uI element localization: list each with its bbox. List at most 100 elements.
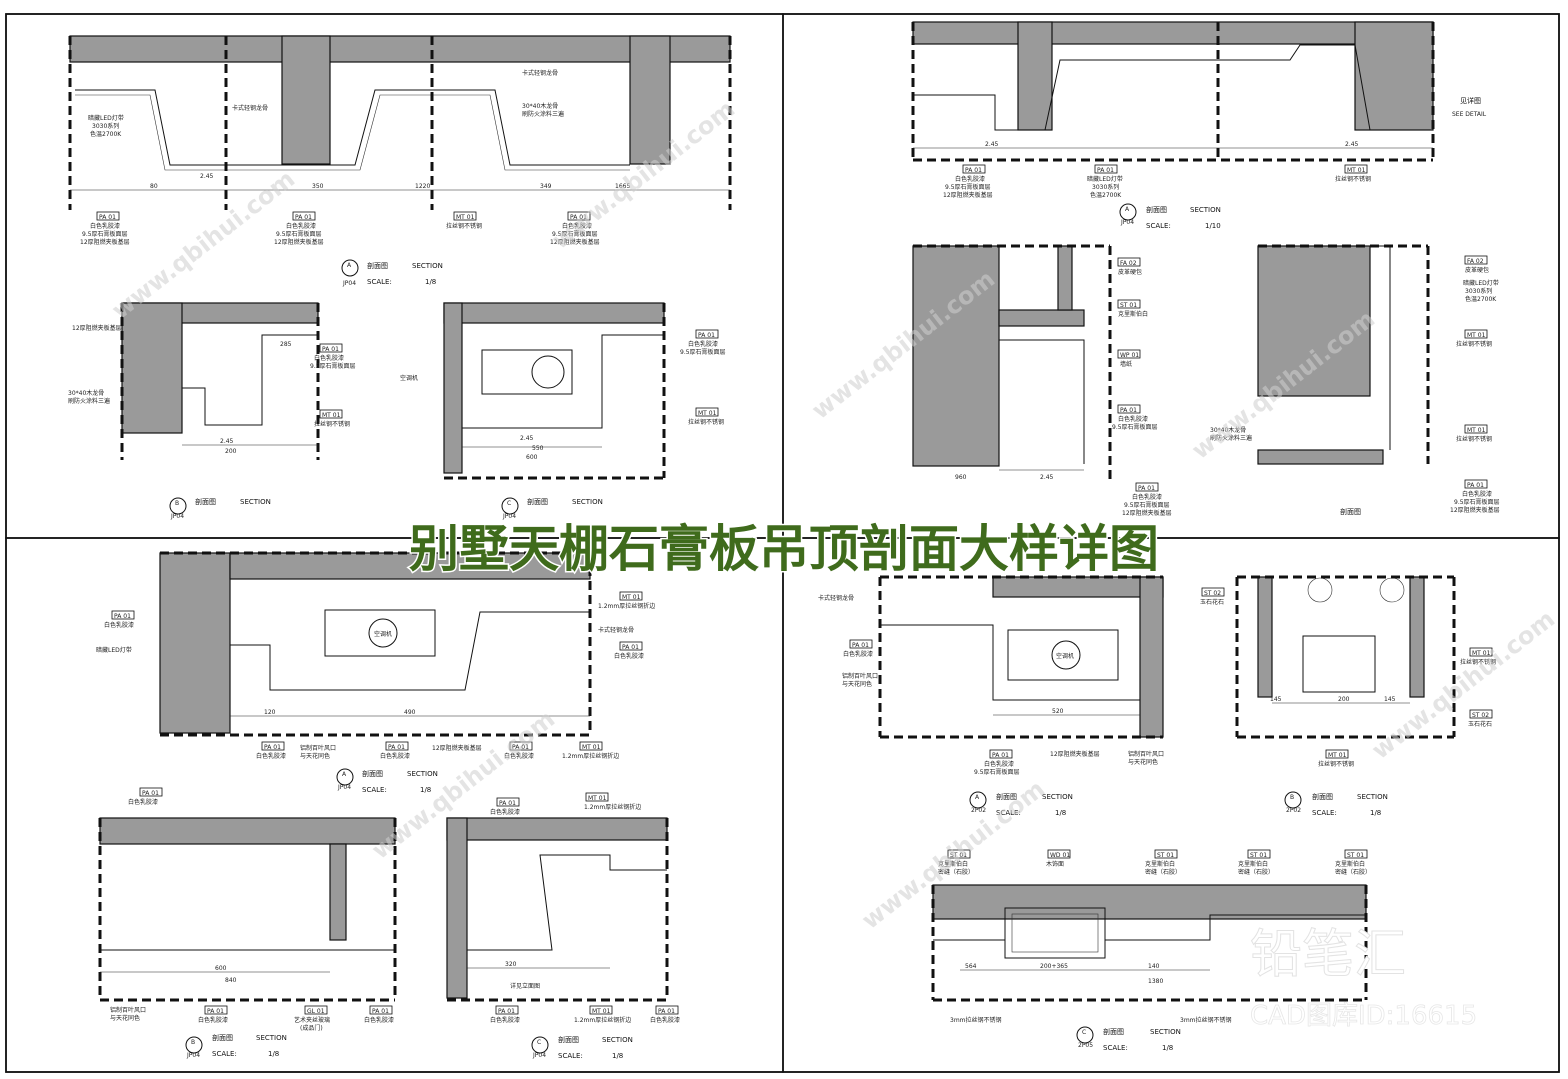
beam bbox=[629, 35, 671, 165]
note-white-paint: 白色乳胶漆 bbox=[90, 222, 120, 230]
note-wall: 墙纸 bbox=[1120, 360, 1132, 368]
material-tag bbox=[1154, 849, 1178, 859]
note-white-paint: 白色乳胶漆 bbox=[490, 808, 520, 816]
note-jade: 玉石花石 bbox=[1468, 720, 1492, 728]
note-led: 暗藏LED灯带 bbox=[88, 114, 124, 122]
section-name: 剖面图 bbox=[996, 792, 1017, 801]
tag-pa01: PA 01 bbox=[1467, 482, 1484, 489]
wall bbox=[443, 302, 463, 474]
material-tag bbox=[96, 211, 120, 221]
tag-mt01: MT 01 bbox=[698, 410, 717, 417]
section-name: 剖面图 bbox=[1340, 507, 1361, 516]
wall bbox=[1257, 576, 1273, 698]
tag-pa01: PA 01 bbox=[207, 1008, 224, 1015]
note-gypsum: 9.5厚石膏板面层 bbox=[310, 362, 356, 370]
tag-pa01: PA 01 bbox=[264, 744, 281, 751]
beam bbox=[1354, 21, 1434, 131]
note-keel: 卡式轻钢龙骨 bbox=[598, 626, 634, 634]
wall bbox=[1257, 245, 1371, 397]
section-name: 剖面图 bbox=[212, 1033, 233, 1042]
section-marker-num: A bbox=[342, 771, 347, 778]
note-see-detail-en: SEE DETAIL bbox=[1452, 111, 1487, 118]
scale-label: SCALE: bbox=[212, 1050, 237, 1058]
scale-value: 1/8 bbox=[425, 278, 436, 286]
material-tag bbox=[1344, 849, 1368, 859]
note-led-series: 3030系列 bbox=[92, 122, 119, 130]
note-fire-coat: 刷防火涂料三遍 bbox=[1210, 434, 1252, 442]
section-marker-num: C bbox=[507, 500, 511, 507]
note-gypsum: 9.5厚石膏板面层 bbox=[552, 230, 598, 238]
note-stone: 克里斯伯白 bbox=[1238, 860, 1268, 868]
section-marker-ref: 2P02 bbox=[1286, 807, 1301, 814]
aircon-unit bbox=[324, 609, 436, 657]
section-marker-ref: JP04 bbox=[342, 280, 356, 287]
material-tag bbox=[1464, 479, 1488, 489]
wall bbox=[1139, 576, 1164, 738]
section-marker-num: A bbox=[347, 262, 352, 269]
note-stainless: 拉丝钢不锈钢 bbox=[1335, 175, 1371, 183]
material-tag bbox=[1469, 709, 1493, 719]
ceiling-profile bbox=[933, 914, 1366, 941]
section-en: SECTION bbox=[572, 498, 603, 506]
note-gypsum: 9.5厚石膏板面层 bbox=[1124, 501, 1170, 509]
note-fold: 1.2mm厚拉丝钢折边 bbox=[562, 752, 619, 760]
material-tag bbox=[579, 741, 603, 751]
note-wood-keel: 30*40木龙骨 bbox=[68, 389, 104, 397]
note-led-series: 3030系列 bbox=[1465, 287, 1492, 295]
material-tag bbox=[1247, 849, 1271, 859]
note-vent-same: 与天花同色 bbox=[1128, 758, 1158, 766]
tag-pa01: PA 01 bbox=[1097, 167, 1114, 174]
section-name: 剖面图 bbox=[558, 1035, 579, 1044]
note-led: 暗藏LED灯带 bbox=[96, 646, 132, 654]
ceiling-profile-inner bbox=[75, 94, 630, 171]
scale-value: 1/8 bbox=[1162, 1044, 1173, 1052]
note-plywood: 12厚阻燃夹板基层 bbox=[1050, 750, 1100, 758]
dim-label: 960 bbox=[955, 474, 967, 481]
wall bbox=[121, 302, 183, 434]
tag-st01: ST 01 bbox=[1347, 852, 1364, 859]
dim-label: 600 bbox=[526, 454, 538, 461]
section-name: 剖面图 bbox=[367, 261, 388, 270]
section-marker-ref: JP04 bbox=[170, 513, 184, 520]
tag-mt01: MT 01 bbox=[1467, 427, 1486, 434]
note-white-paint: 白色乳胶漆 bbox=[984, 760, 1014, 768]
wall bbox=[446, 817, 468, 999]
note-white-paint: 白色乳胶漆 bbox=[256, 752, 286, 760]
note-led: 暗藏LED灯带 bbox=[1087, 175, 1123, 183]
material-tag bbox=[111, 610, 135, 620]
material-tag bbox=[1469, 647, 1493, 657]
scale-value: 1/8 bbox=[268, 1050, 279, 1058]
tag-st01: ST 01 bbox=[1250, 852, 1267, 859]
note-keel: 卡式轻钢龙骨 bbox=[818, 594, 854, 602]
material-tag bbox=[304, 1005, 328, 1015]
ceiling-profile bbox=[467, 854, 667, 951]
tag-pa01: PA 01 bbox=[142, 790, 159, 797]
tag-mt01: MT 01 bbox=[322, 412, 341, 419]
tag-pa01: PA 01 bbox=[658, 1008, 675, 1015]
material-tag bbox=[369, 1005, 393, 1015]
note-fold: 1.2mm厚拉丝钢折边 bbox=[598, 602, 655, 610]
note-aircon: 空调机 bbox=[1056, 652, 1074, 660]
note-gypsum: 9.5厚石膏板面层 bbox=[276, 230, 322, 238]
fan-icon bbox=[1051, 640, 1081, 670]
note-stone-glue: 密缝（石胶） bbox=[1145, 868, 1181, 876]
fan-icon bbox=[531, 355, 565, 389]
beam bbox=[1017, 21, 1053, 131]
material-tag bbox=[1117, 404, 1141, 414]
ceiling-profile bbox=[462, 334, 664, 429]
dim-label: 2.45 bbox=[520, 435, 534, 442]
beam bbox=[281, 35, 331, 165]
note-white-paint: 白色乳胶漆 bbox=[955, 175, 985, 183]
scale-label: SCALE: bbox=[558, 1052, 583, 1060]
note-vent-same: 与天花同色 bbox=[842, 680, 872, 688]
note-plywood: 12厚阻燃夹板基层 bbox=[943, 191, 993, 199]
tag-pa01: PA 01 bbox=[388, 744, 405, 751]
material-tag bbox=[385, 741, 409, 751]
note-plywood: 12厚阻燃夹板基层 bbox=[550, 238, 600, 246]
ceiling-profile bbox=[999, 339, 1085, 464]
material-tag bbox=[1117, 257, 1141, 267]
dim-label: 520 bbox=[1052, 708, 1064, 715]
section-name: 剖面图 bbox=[1103, 1027, 1124, 1036]
dim-label: 2.45 bbox=[1040, 474, 1054, 481]
scale-value: 1/8 bbox=[420, 786, 431, 794]
